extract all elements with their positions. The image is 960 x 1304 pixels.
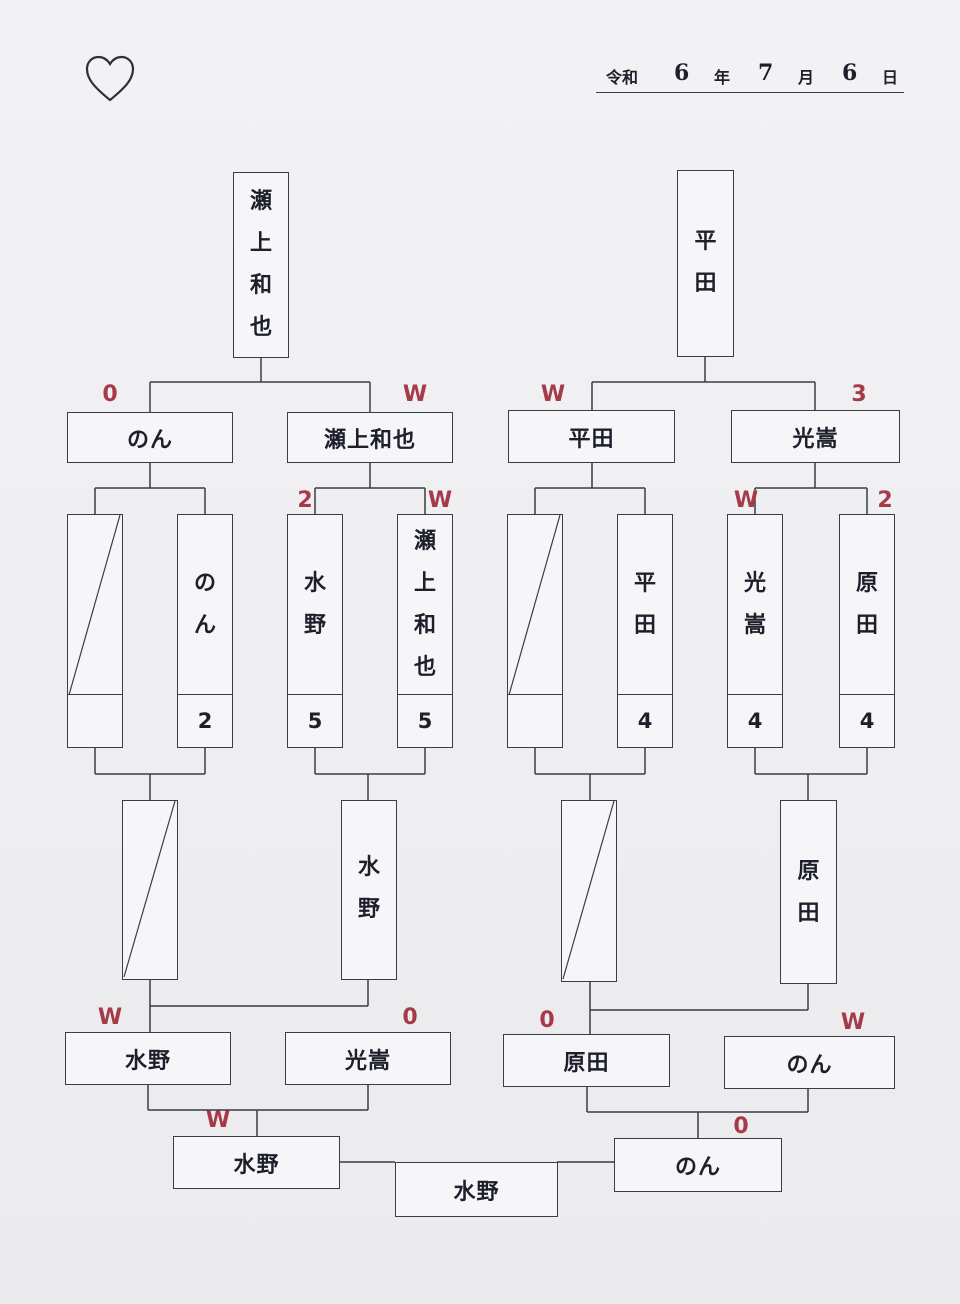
right-finalist-2: 光嵩	[731, 410, 900, 463]
char: 野	[357, 897, 380, 922]
char: 光	[743, 571, 766, 596]
right-champion-name: 平 田	[678, 221, 733, 305]
score-cell: 4	[840, 694, 894, 747]
result-mark: 0	[102, 382, 118, 407]
result-mark: 0	[733, 1114, 749, 1139]
player-name: 原 田	[840, 563, 894, 647]
char: 野	[303, 613, 326, 638]
char: 平	[633, 571, 656, 596]
left-champion-box: 瀬 上 和 也	[233, 172, 289, 358]
empty-slot-slash	[562, 801, 615, 980]
left-losers-box-mizuno: 水 野	[341, 800, 397, 980]
left-champion-name: 瀬 上 和 也	[234, 181, 288, 349]
result-mark: W	[205, 1108, 231, 1133]
char: 水	[357, 855, 380, 880]
char: 嵩	[743, 613, 766, 638]
char: の	[193, 571, 216, 596]
char: 水	[303, 571, 326, 596]
char: 和	[249, 273, 272, 298]
right-finalist-1: 平田	[508, 410, 675, 463]
left-losers-empty-box	[122, 800, 178, 980]
char: 平	[694, 229, 717, 254]
score-cell: 5	[288, 694, 342, 747]
score-cell: 4	[728, 694, 782, 747]
left-semi-box-non: の ん 2	[177, 514, 233, 748]
left-semi-empty-box	[67, 514, 123, 748]
right-losers-champion: のん	[614, 1138, 782, 1192]
player-name: 水 野	[288, 563, 342, 647]
left-semi-box-mizuno: 水 野 5	[287, 514, 343, 748]
result-mark: 2	[877, 488, 893, 513]
result-mark: W	[733, 488, 759, 513]
char: 上	[249, 231, 272, 256]
result-mark: W	[540, 382, 566, 407]
date-month: 7	[758, 60, 774, 86]
player-name: 光 嵩	[728, 563, 782, 647]
char: 瀬	[413, 529, 436, 554]
result-mark: 3	[851, 382, 867, 407]
result-mark: W	[402, 382, 428, 407]
date-day: 6	[842, 60, 858, 86]
left-losers-champion: 水野	[173, 1136, 340, 1189]
score-cell: 2	[178, 694, 232, 747]
right-losers-finalist-1: 原田	[503, 1034, 670, 1087]
char: 和	[413, 613, 436, 638]
result-mark: 0	[402, 1005, 418, 1030]
right-losers-box-harada: 原 田	[780, 800, 837, 984]
char: 原	[797, 859, 820, 884]
score-cell: 5	[398, 694, 452, 747]
char: ん	[193, 613, 216, 638]
player-name: 原 田	[781, 851, 836, 935]
overall-winner-box: 水野	[395, 1162, 558, 1217]
left-semi-box-segami: 瀬 上 和 也 5	[397, 514, 453, 748]
char: 原	[855, 571, 878, 596]
char: 田	[633, 613, 656, 638]
right-semi-box-harada: 原 田 4	[839, 514, 895, 748]
player-name: 瀬 上 和 也	[398, 521, 452, 689]
char: 上	[413, 571, 436, 596]
score-cell	[68, 694, 122, 747]
char: 田	[855, 613, 878, 638]
left-finalist-2: 瀬上和也	[287, 412, 453, 463]
char: 也	[413, 655, 436, 680]
date-year: 6	[674, 60, 690, 86]
empty-slot-slash	[508, 515, 561, 696]
player-name: の ん	[178, 563, 232, 647]
right-semi-empty-box	[507, 514, 563, 748]
date-era: 令和	[606, 68, 639, 87]
result-mark: W	[97, 1005, 123, 1030]
date-month-unit: 月	[798, 68, 815, 87]
result-mark: 2	[297, 488, 313, 513]
left-losers-finalist-2: 光嵩	[285, 1032, 451, 1085]
char: 田	[797, 901, 820, 926]
right-semi-box-hirata: 平 田 4	[617, 514, 673, 748]
result-mark: 0	[539, 1008, 555, 1033]
date-year-unit: 年	[714, 68, 731, 87]
result-mark: W	[840, 1010, 866, 1035]
player-name: 平 田	[618, 563, 672, 647]
char: 田	[694, 271, 717, 296]
char: 瀬	[249, 189, 272, 214]
date-line: 令和 6 年 7 月 6 日	[596, 58, 904, 93]
left-finalist-1: のん	[67, 412, 233, 463]
player-name: 水 野	[342, 847, 396, 931]
right-semi-box-mitsutaka: 光 嵩 4	[727, 514, 783, 748]
heart-outline-icon	[85, 55, 135, 102]
result-mark: W	[427, 488, 453, 513]
empty-slot-slash	[68, 515, 121, 696]
right-champion-box: 平 田	[677, 170, 734, 357]
char: 也	[249, 315, 272, 340]
date-day-unit: 日	[882, 68, 899, 87]
left-losers-finalist-1: 水野	[65, 1032, 231, 1085]
empty-slot-slash	[123, 801, 176, 978]
score-cell	[508, 694, 562, 747]
score-cell: 4	[618, 694, 672, 747]
right-losers-empty-box	[561, 800, 617, 982]
right-losers-finalist-2: のん	[724, 1036, 895, 1089]
